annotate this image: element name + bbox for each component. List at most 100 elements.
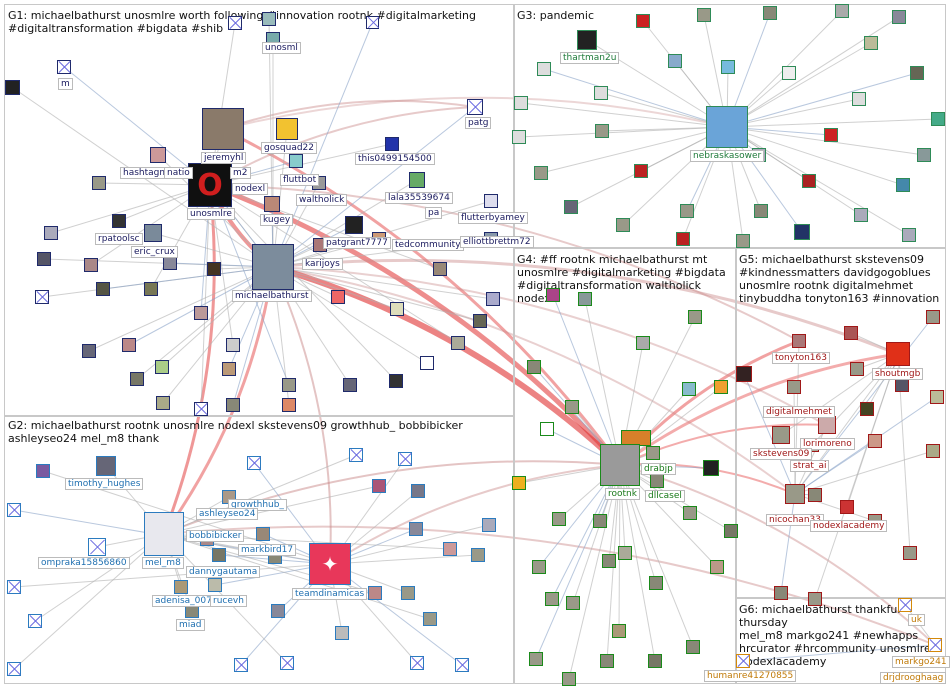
node-icon[interactable]: [156, 396, 170, 410]
node-icon[interactable]: [680, 204, 694, 218]
node-icon[interactable]: [886, 342, 910, 366]
node-icon[interactable]: [28, 614, 42, 628]
node-icon[interactable]: [565, 400, 579, 414]
node-icon[interactable]: [683, 506, 697, 520]
node-icon[interactable]: [234, 658, 248, 672]
node-icon[interactable]: [372, 479, 386, 493]
node-icon[interactable]: [36, 464, 50, 478]
node-icon[interactable]: [537, 62, 551, 76]
node-icon[interactable]: [247, 456, 261, 470]
node-icon[interactable]: [546, 288, 560, 302]
node-icon[interactable]: [44, 226, 58, 240]
node-icon[interactable]: [808, 488, 822, 502]
node-icon[interactable]: [529, 652, 543, 666]
node-icon[interactable]: [902, 228, 916, 242]
node-icon[interactable]: [926, 310, 940, 324]
node-icon[interactable]: [398, 452, 412, 466]
node-icon[interactable]: [636, 336, 650, 350]
node-icon[interactable]: [648, 654, 662, 668]
node-icon[interactable]: [212, 548, 226, 562]
node-icon[interactable]: [562, 672, 576, 686]
node-icon[interactable]: [514, 96, 528, 110]
node-icon[interactable]: [226, 398, 240, 412]
node-icon[interactable]: [527, 360, 541, 374]
node-icon[interactable]: [202, 108, 244, 150]
node-icon[interactable]: [706, 106, 748, 148]
twitter-logo-icon[interactable]: ✦: [309, 543, 351, 585]
node-icon[interactable]: [368, 586, 382, 600]
node-icon[interactable]: [840, 500, 854, 514]
unosmlre-logo-icon[interactable]: O: [188, 163, 232, 207]
node-icon[interactable]: [896, 178, 910, 192]
node-icon[interactable]: [96, 282, 110, 296]
node-icon[interactable]: [112, 214, 126, 228]
node-icon[interactable]: [602, 554, 616, 568]
node-icon[interactable]: [636, 14, 650, 28]
node-icon[interactable]: [122, 338, 136, 352]
node-icon[interactable]: [578, 292, 592, 306]
node-icon[interactable]: [84, 258, 98, 272]
node-icon[interactable]: [271, 604, 285, 618]
node-icon[interactable]: [282, 378, 296, 392]
node-icon[interactable]: [443, 542, 457, 556]
node-icon[interactable]: [194, 306, 208, 320]
node-icon[interactable]: [174, 580, 188, 594]
node-icon[interactable]: [552, 512, 566, 526]
node-icon[interactable]: [926, 444, 940, 458]
node-icon[interactable]: [794, 224, 810, 240]
node-icon[interactable]: [144, 282, 158, 296]
node-icon[interactable]: [194, 402, 208, 416]
node-icon[interactable]: [697, 8, 711, 22]
node-icon[interactable]: [208, 578, 222, 592]
node-icon[interactable]: [930, 390, 944, 404]
node-icon[interactable]: [860, 402, 874, 416]
node-icon[interactable]: [366, 16, 379, 29]
node-icon[interactable]: [331, 290, 345, 304]
node-icon[interactable]: [917, 148, 931, 162]
node-icon[interactable]: [264, 196, 280, 212]
node-icon[interactable]: [473, 314, 487, 328]
node-icon[interactable]: [5, 80, 20, 95]
node-icon[interactable]: [864, 36, 878, 50]
node-icon[interactable]: [252, 244, 294, 290]
node-icon[interactable]: [824, 128, 838, 142]
node-icon[interactable]: [895, 378, 909, 392]
node-icon[interactable]: [92, 176, 106, 190]
node-icon[interactable]: [409, 172, 425, 188]
node-icon[interactable]: [390, 302, 404, 316]
node-icon[interactable]: [736, 366, 752, 382]
node-icon[interactable]: [455, 658, 469, 672]
node-icon[interactable]: [618, 546, 632, 560]
node-icon[interactable]: [594, 86, 608, 100]
node-icon[interactable]: [892, 10, 906, 24]
node-icon[interactable]: [540, 422, 554, 436]
node-icon[interactable]: [931, 112, 945, 126]
node-icon[interactable]: [868, 434, 882, 448]
node-icon[interactable]: [545, 592, 559, 606]
node-icon[interactable]: [763, 6, 777, 20]
node-icon[interactable]: [144, 224, 162, 242]
node-icon[interactable]: [808, 592, 822, 606]
node-icon[interactable]: [420, 356, 434, 370]
node-icon[interactable]: [772, 426, 790, 444]
node-icon[interactable]: [835, 4, 849, 18]
node-icon[interactable]: [910, 66, 924, 80]
node-icon[interactable]: [411, 484, 425, 498]
node-icon[interactable]: [564, 200, 578, 214]
node-icon[interactable]: [650, 474, 664, 488]
node-icon[interactable]: [787, 380, 801, 394]
node-icon[interactable]: [482, 518, 496, 532]
node-icon[interactable]: [222, 362, 236, 376]
node-icon[interactable]: [37, 252, 51, 266]
node-icon[interactable]: [207, 262, 221, 276]
node-icon[interactable]: [714, 380, 728, 394]
node-icon[interactable]: [343, 378, 357, 392]
node-icon[interactable]: [423, 612, 437, 626]
node-icon[interactable]: [634, 164, 648, 178]
node-icon[interactable]: [385, 137, 399, 151]
node-icon[interactable]: [35, 290, 49, 304]
node-icon[interactable]: [736, 234, 750, 248]
node-icon[interactable]: [736, 654, 750, 668]
node-icon[interactable]: [228, 16, 242, 30]
node-icon[interactable]: [649, 576, 663, 590]
